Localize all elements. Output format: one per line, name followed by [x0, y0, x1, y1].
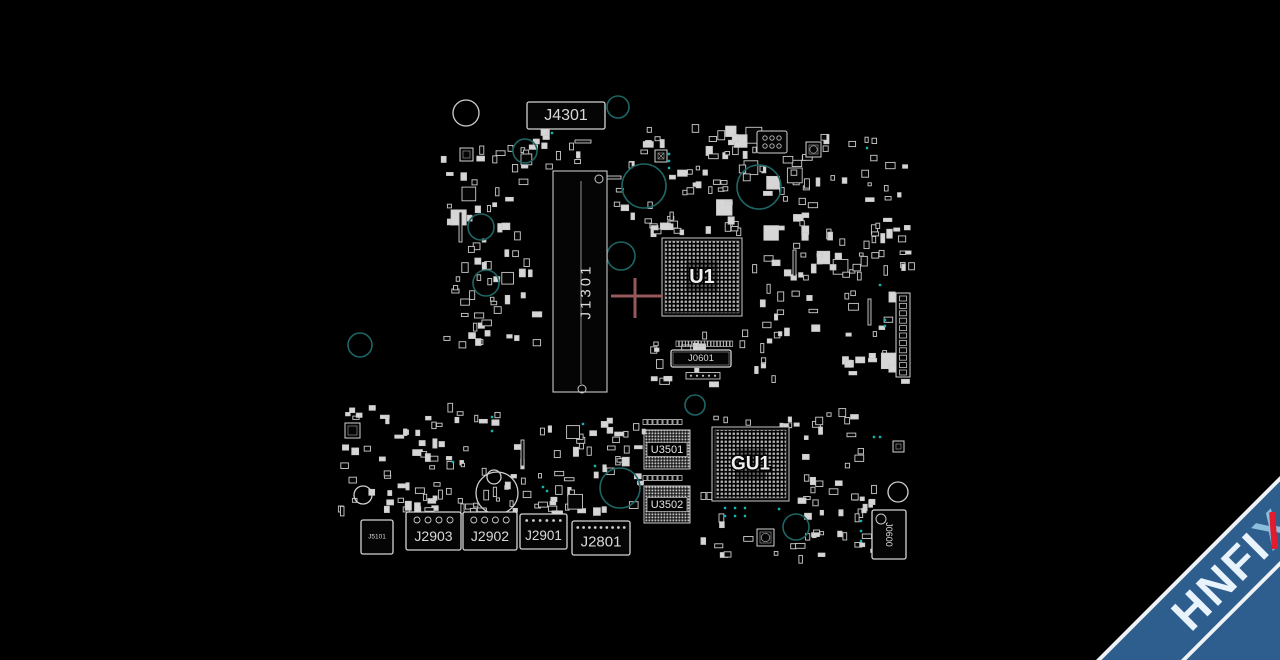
- qfn-chips-layer: [344, 130, 911, 547]
- component-u3501[interactable]: U3501: [643, 429, 691, 470]
- component-j2801[interactable]: J2801: [571, 520, 631, 556]
- component-label: J5101: [368, 534, 386, 541]
- component-j2903[interactable]: J2903: [405, 511, 462, 551]
- component-label: U3502: [651, 499, 683, 511]
- via-dots-layer: [451, 131, 887, 543]
- mounting-hole-teal: [782, 513, 810, 541]
- component-label: J2902: [471, 528, 509, 544]
- mounting-hole-teal: [606, 241, 636, 271]
- mounting-hole: [353, 485, 373, 505]
- component-label: U3501: [651, 444, 683, 456]
- component-u1[interactable]: U1: [661, 237, 743, 317]
- smd-parts-layer: [337, 124, 915, 564]
- component-label: J0600: [884, 522, 894, 547]
- component-j5101[interactable]: J5101: [360, 519, 394, 555]
- component-j2901[interactable]: J2901: [519, 513, 568, 550]
- mounting-hole-teal: [736, 164, 782, 210]
- mounting-hole-teal: [467, 213, 495, 241]
- mounting-hole-teal: [599, 467, 641, 509]
- component-j0601[interactable]: J0601: [670, 349, 732, 368]
- component-j1301[interactable]: J1301: [552, 170, 608, 394]
- component-label: J0601: [688, 353, 714, 364]
- component-j0600[interactable]: J0600: [871, 509, 907, 560]
- component-j4301[interactable]: J4301: [526, 101, 606, 130]
- component-j2902[interactable]: J2902: [462, 511, 518, 551]
- mounting-hole-teal: [347, 332, 373, 358]
- mounting-hole-teal: [606, 95, 630, 119]
- mounting-hole: [887, 481, 909, 503]
- crosshair-cursor: [611, 278, 663, 318]
- mounting-hole-teal: [621, 163, 667, 209]
- component-label: GU1: [731, 454, 771, 475]
- component-label: J2801: [581, 534, 622, 551]
- mounting-holes-layer: [347, 95, 909, 541]
- mounting-hole-teal: [472, 269, 500, 297]
- component-label: J2903: [414, 528, 452, 544]
- component-label: J4301: [544, 107, 588, 124]
- component-label: J1301: [578, 264, 595, 320]
- component-u3502[interactable]: U3502: [643, 485, 691, 524]
- mounting-hole-teal: [684, 394, 706, 416]
- mounting-hole: [486, 469, 502, 485]
- mounting-hole-teal: [512, 138, 538, 164]
- mounting-hole: [452, 99, 480, 127]
- component-gu1[interactable]: GU1: [711, 426, 790, 502]
- component-label: U1: [689, 266, 715, 288]
- component-label: J2901: [525, 528, 562, 543]
